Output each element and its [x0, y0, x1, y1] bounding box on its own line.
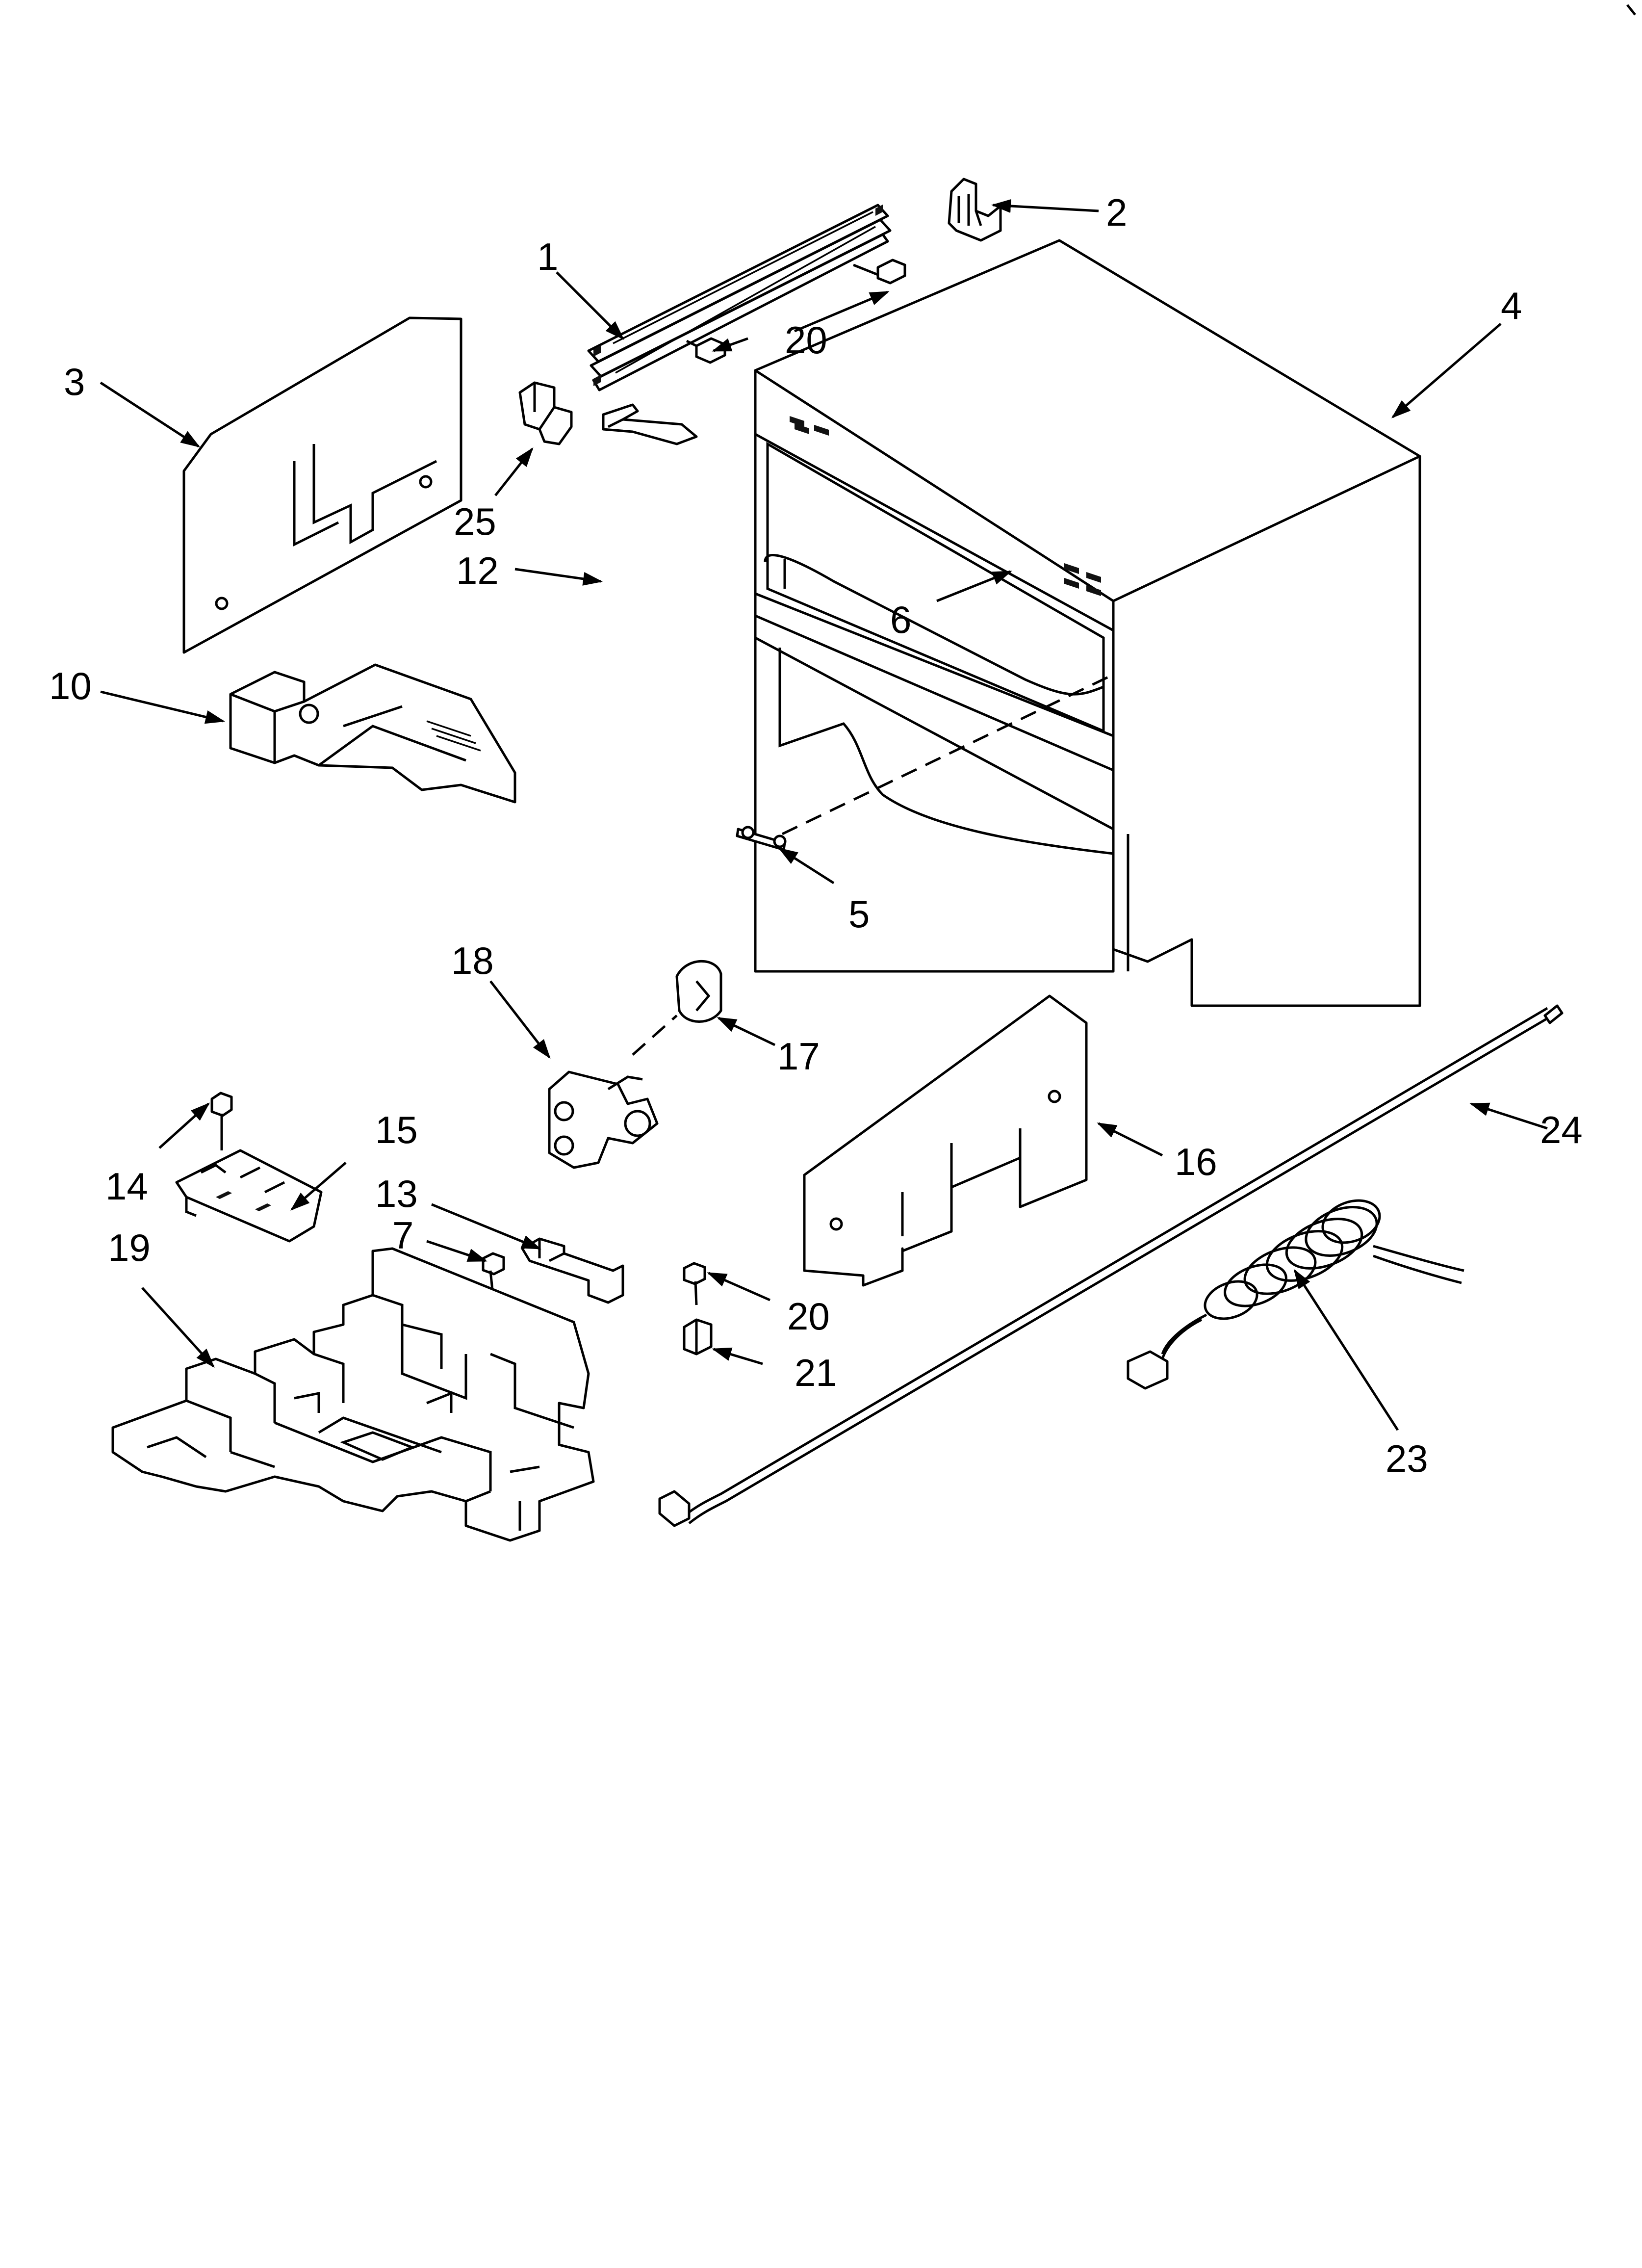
callout-18: 18 [451, 939, 494, 982]
callout-7: 7 [392, 1214, 413, 1257]
part-1-slide-rail [587, 204, 892, 391]
callout-5: 5 [848, 892, 870, 936]
part-cabinet-body [754, 239, 1421, 1007]
part-15-circuit-board [175, 1149, 323, 1243]
part-20-screw-lower [683, 1262, 706, 1305]
part-24-tube [658, 1004, 1564, 1527]
callout-19: 19 [108, 1226, 151, 1269]
callout-20-lower: 20 [787, 1295, 830, 1338]
part-16-right-panel [803, 994, 1088, 1287]
part-21-clip [683, 1318, 713, 1356]
callout-21: 21 [795, 1351, 837, 1394]
part-14-screw [210, 1092, 233, 1150]
callout-14: 14 [105, 1165, 148, 1208]
callout-23: 23 [1385, 1437, 1428, 1480]
corner-mark [1626, 4, 1636, 16]
part-6-axle-line [781, 673, 1114, 835]
callout-13: 13 [375, 1172, 418, 1215]
part-18-water-valve [548, 1070, 659, 1169]
callout-12: 12 [456, 549, 499, 592]
callout-20-top: 20 [785, 318, 827, 362]
part-17-nozzle-cap [675, 960, 722, 1023]
callout-4: 4 [1501, 284, 1522, 327]
callout-6: 6 [890, 598, 911, 641]
callout-3: 3 [64, 360, 85, 403]
part-25-bracket [518, 381, 573, 445]
part-18-valve-connection-dash [632, 1015, 678, 1056]
part-20-screw-top-right [853, 259, 906, 285]
callout-15: 15 [375, 1108, 418, 1151]
callout-labels: 1 2 3 4 5 6 7 10 12 13 14 15 16 17 18 19… [49, 191, 1583, 1480]
callout-25: 25 [454, 500, 496, 543]
part-12-spring-bracket [602, 403, 698, 445]
callout-10: 10 [49, 664, 92, 707]
callout-24: 24 [1540, 1108, 1583, 1151]
callout-17: 17 [777, 1035, 820, 1078]
callout-2: 2 [1106, 191, 1127, 234]
part-3-left-panel [182, 316, 462, 654]
leader-lines [100, 199, 1548, 1431]
callout-16: 16 [1175, 1140, 1217, 1183]
part-19-base-housing [111, 1247, 595, 1542]
part-10-control-housing [229, 663, 516, 804]
part-2-hinge-clip [948, 178, 1002, 242]
part-23-power-cord [1127, 1199, 1464, 1390]
callout-1: 1 [537, 235, 558, 278]
